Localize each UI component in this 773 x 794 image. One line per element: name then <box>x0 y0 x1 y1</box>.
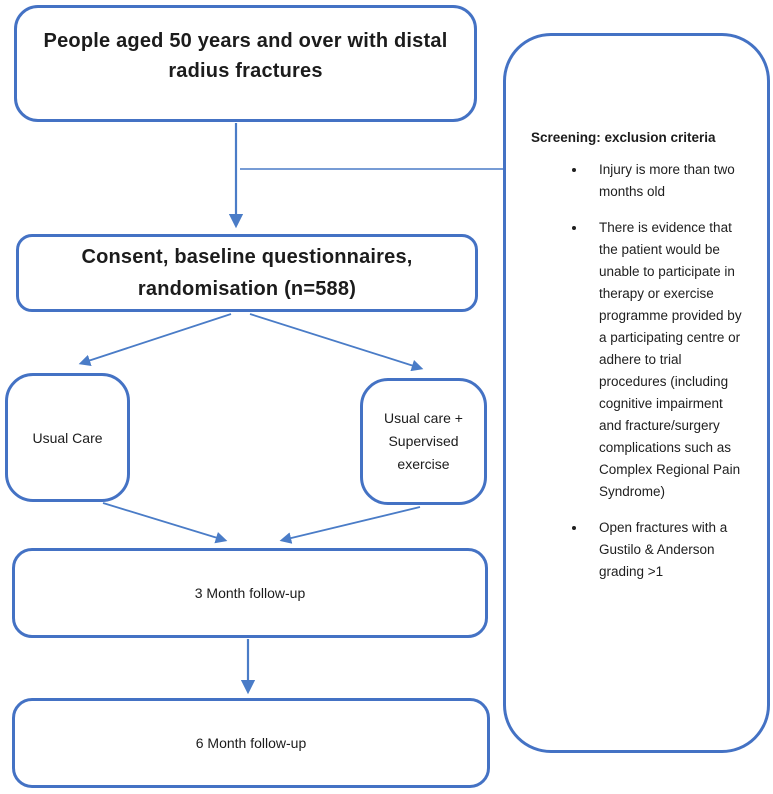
six-month-followup-box: 6 Month follow-up <box>12 698 490 788</box>
population-box: People aged 50 years and over with dista… <box>14 5 477 122</box>
usual-care-exercise-box: Usual care + Supervised exercise <box>360 378 487 505</box>
exclusion-criteria-panel: Screening: exclusion criteria Injury is … <box>503 33 770 753</box>
exclusion-panel-title: Screening: exclusion criteria <box>531 130 716 145</box>
exclusion-item: Open fractures with a Gustilo & Anderson… <box>587 517 745 583</box>
usual-care-box: Usual Care <box>5 373 130 502</box>
exclusion-bullet-list: Injury is more than two months old There… <box>531 159 745 583</box>
three-month-followup-box: 3 Month follow-up <box>12 548 488 638</box>
exclusion-item: Injury is more than two months old <box>587 159 745 203</box>
exclusion-item: There is evidence that the patient would… <box>587 217 745 503</box>
consent-randomisation-box: Consent, baseline questionnaires, random… <box>16 234 478 312</box>
